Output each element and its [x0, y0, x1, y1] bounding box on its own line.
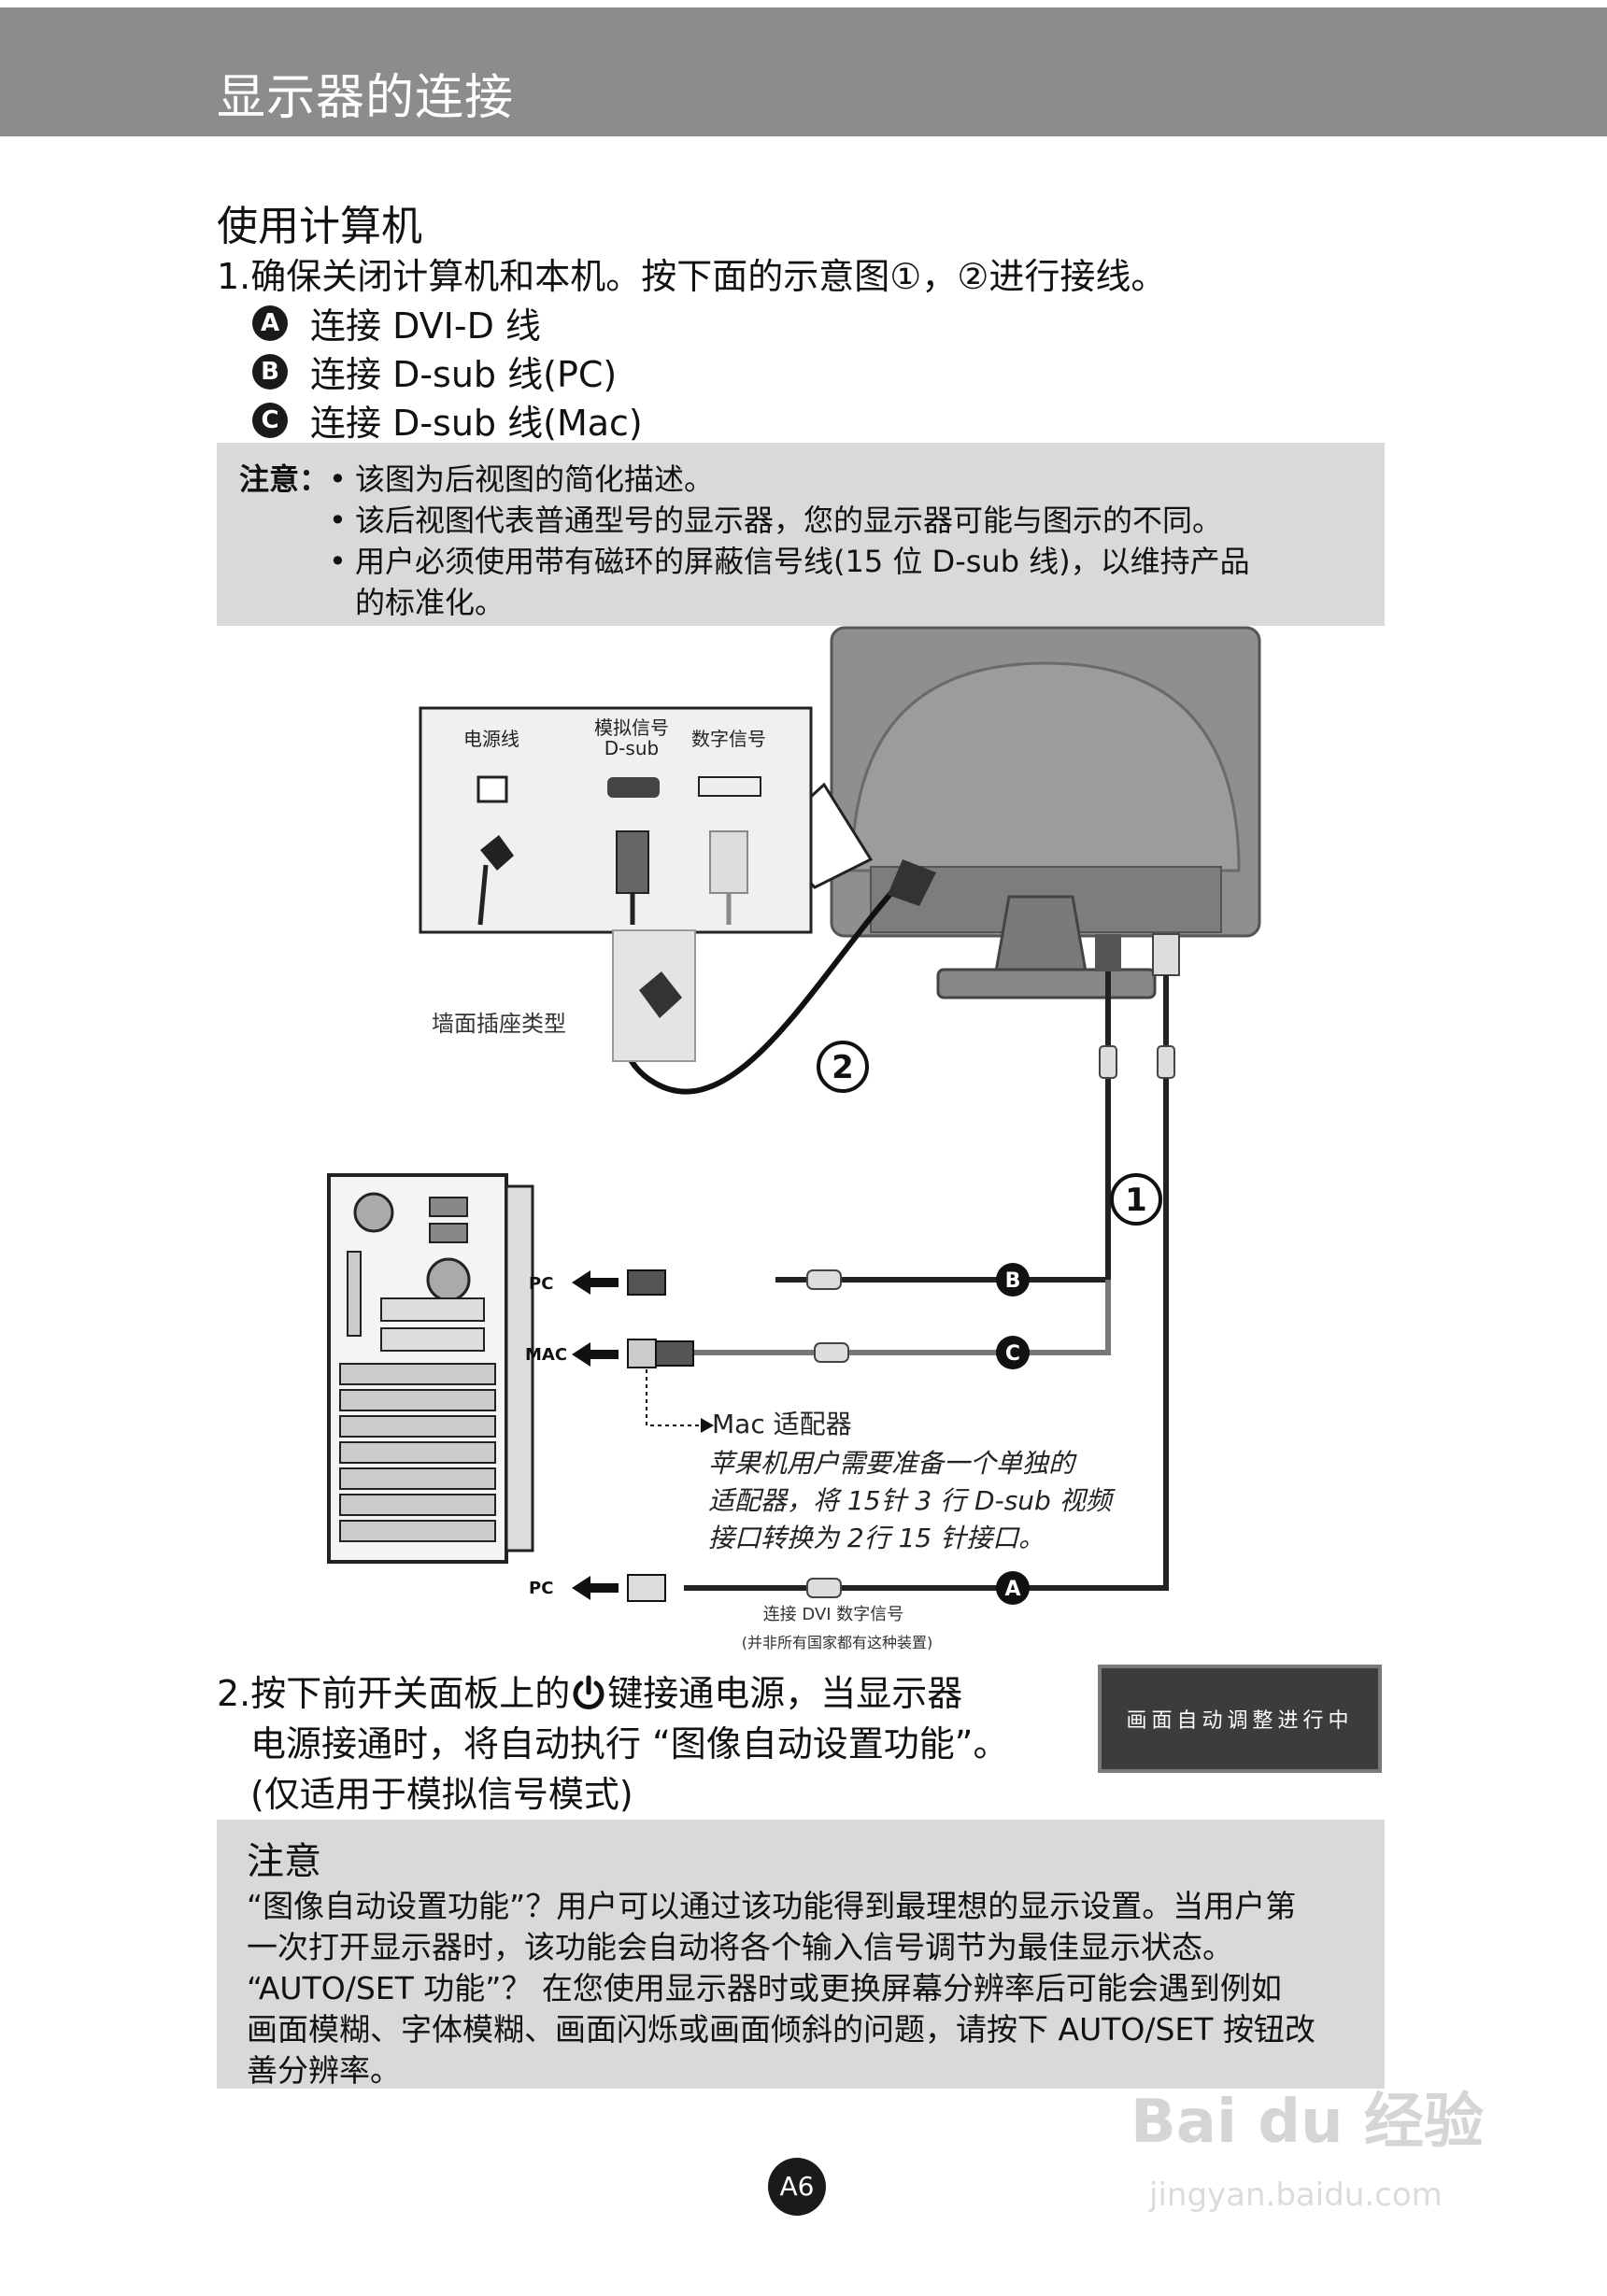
option-c: C 连接 D-sub 线(Mac): [252, 394, 643, 446]
page-title: 显示器的连接: [217, 70, 515, 126]
note2-line-3: “AUTO/SET 功能”？ 在您使用显示器时或更换屏幕分辨率后可能会遇到例如: [247, 1970, 1282, 2006]
wall-socket-label: 墙面插座类型: [432, 1011, 566, 1037]
note-line-3: •用户必须使用带有磁环的屏蔽信号线(15 位 D-sub 线)，以维持产品: [329, 544, 1250, 579]
mac-note-line-2: 适配器，将 15针 3 行 D-sub 视频: [708, 1485, 1116, 1516]
callout-2-text: 2: [832, 1049, 854, 1086]
pc-label-a: PC: [529, 1579, 553, 1598]
dsub-label: D-sub: [604, 737, 659, 759]
power-socket-icon: [476, 775, 508, 803]
step2-line-3: (仅适用于模拟信号模式): [250, 1774, 633, 1815]
arrow-left-icon: [572, 1270, 619, 1295]
note-line-1: •该图为后视图的简化描述。: [329, 461, 715, 497]
note-line-4: 的标准化。: [355, 585, 505, 620]
badge-c-diagram: C: [1005, 1342, 1020, 1366]
connection-diagram: 电源线 模拟信号 D-sub 数字信号 墙面插座类型 2 1: [327, 626, 1261, 1651]
watermark-sub: jingyan.baidu.com: [1149, 2176, 1443, 2214]
callout-1-text: 1: [1125, 1182, 1147, 1219]
wall-socket-illustration: [612, 929, 696, 1062]
badge-b-icon: B: [252, 353, 288, 390]
option-a-text: 连接 DVI-D 线: [310, 305, 541, 347]
mac-label: MAC: [525, 1345, 567, 1365]
dvi-label: 连接 DVI 数字信号: [763, 1605, 904, 1624]
lcd-text: 画面自动调整进行中: [1126, 1709, 1354, 1733]
step2-line-2: 电源接通时，将自动执行 “图像自动设置功能”。: [250, 1723, 1009, 1765]
note2-line-4: 画面模糊、字体模糊、画面闪烁或画面倾斜的问题，请按下 AUTO/SET 按钮改: [247, 2011, 1315, 2048]
callout-2-icon: [817, 1041, 869, 1093]
digital-signal-label: 数字信号: [691, 728, 766, 750]
arrow-left-icon: [572, 1342, 619, 1367]
badge-c-icon: C: [252, 402, 288, 438]
cable-a: [684, 975, 1169, 1591]
header-bar: [0, 7, 1607, 136]
note2-line-5: 善分辨率。: [247, 2052, 401, 2089]
pc-tower-illustration: [327, 1173, 534, 1564]
note-box-1: 注意： •该图为后视图的简化描述。 •该后视图代表普通型号的显示器，您的显示器可…: [217, 443, 1385, 626]
option-b-text: 连接 D-sub 线(PC): [310, 354, 618, 395]
power-icon: [573, 1675, 604, 1709]
mac-adapter-label: Mac 适配器: [712, 1409, 852, 1439]
badge-a-diagram: A: [1004, 1578, 1020, 1601]
mac-note-line-3: 接口转换为 2行 15 针接口。: [708, 1523, 1045, 1553]
note2-title: 注意: [247, 1840, 321, 1883]
connector-inset: 电源线 模拟信号 D-sub 数字信号: [419, 706, 813, 934]
note2-line-1: “图像自动设置功能”？用户可以通过该功能得到最理想的显示设置。当用户第: [247, 1888, 1297, 1924]
baidu-watermark: Bai du 经验 jingyan.baidu.com: [1131, 2055, 1532, 2242]
monitor-back-illustration: [830, 626, 1261, 999]
note-line-2: •该后视图代表普通型号的显示器，您的显示器可能与图示的不同。: [329, 503, 1223, 538]
cable-b: [775, 971, 1111, 1283]
note-label: 注意：: [239, 461, 330, 497]
note-box-2: 注意 “图像自动设置功能”？用户可以通过该功能得到最理想的显示设置。当用户第 一…: [217, 1820, 1385, 2089]
badge-b-diagram: B: [1005, 1269, 1021, 1293]
lcd-osd-message: 画面自动调整进行中: [1098, 1665, 1382, 1773]
cable-c: [693, 1280, 1111, 1355]
dsub-port-icon: [607, 777, 660, 798]
page-number: A6: [768, 2158, 826, 2216]
section-title: 使用计算机: [217, 203, 422, 250]
callout-1-icon: [1110, 1173, 1162, 1226]
note2-line-2: 一次打开显示器时，该功能会自动将各个输入信号调节为最佳显示状态。: [247, 1929, 1233, 1965]
analog-signal-label: 模拟信号: [594, 716, 669, 739]
option-a: A 连接 DVI-D 线: [252, 297, 541, 348]
dvi-port-icon: [698, 776, 761, 797]
power-cord-label: 电源线: [463, 728, 519, 750]
step2-line-1: 2.按下前开关面板上的键接通电源，当显示器: [217, 1673, 963, 1714]
arrow-left-icon: [572, 1576, 619, 1600]
option-b: B 连接 D-sub 线(PC): [252, 346, 617, 397]
step1-text: 1.确保关闭计算机和本机。按下面的示意图①，②进行接线。: [217, 256, 1167, 297]
pc-label-b: PC: [529, 1274, 553, 1294]
watermark-main: Bai du 经验: [1131, 2088, 1484, 2157]
mac-note-line-1: 苹果机用户需要准备一个单独的: [708, 1448, 1077, 1479]
badge-a-icon: A: [252, 305, 288, 341]
dvi-sub-label: (并非所有国家都有这种装置): [742, 1634, 933, 1651]
option-c-text: 连接 D-sub 线(Mac): [310, 403, 643, 444]
